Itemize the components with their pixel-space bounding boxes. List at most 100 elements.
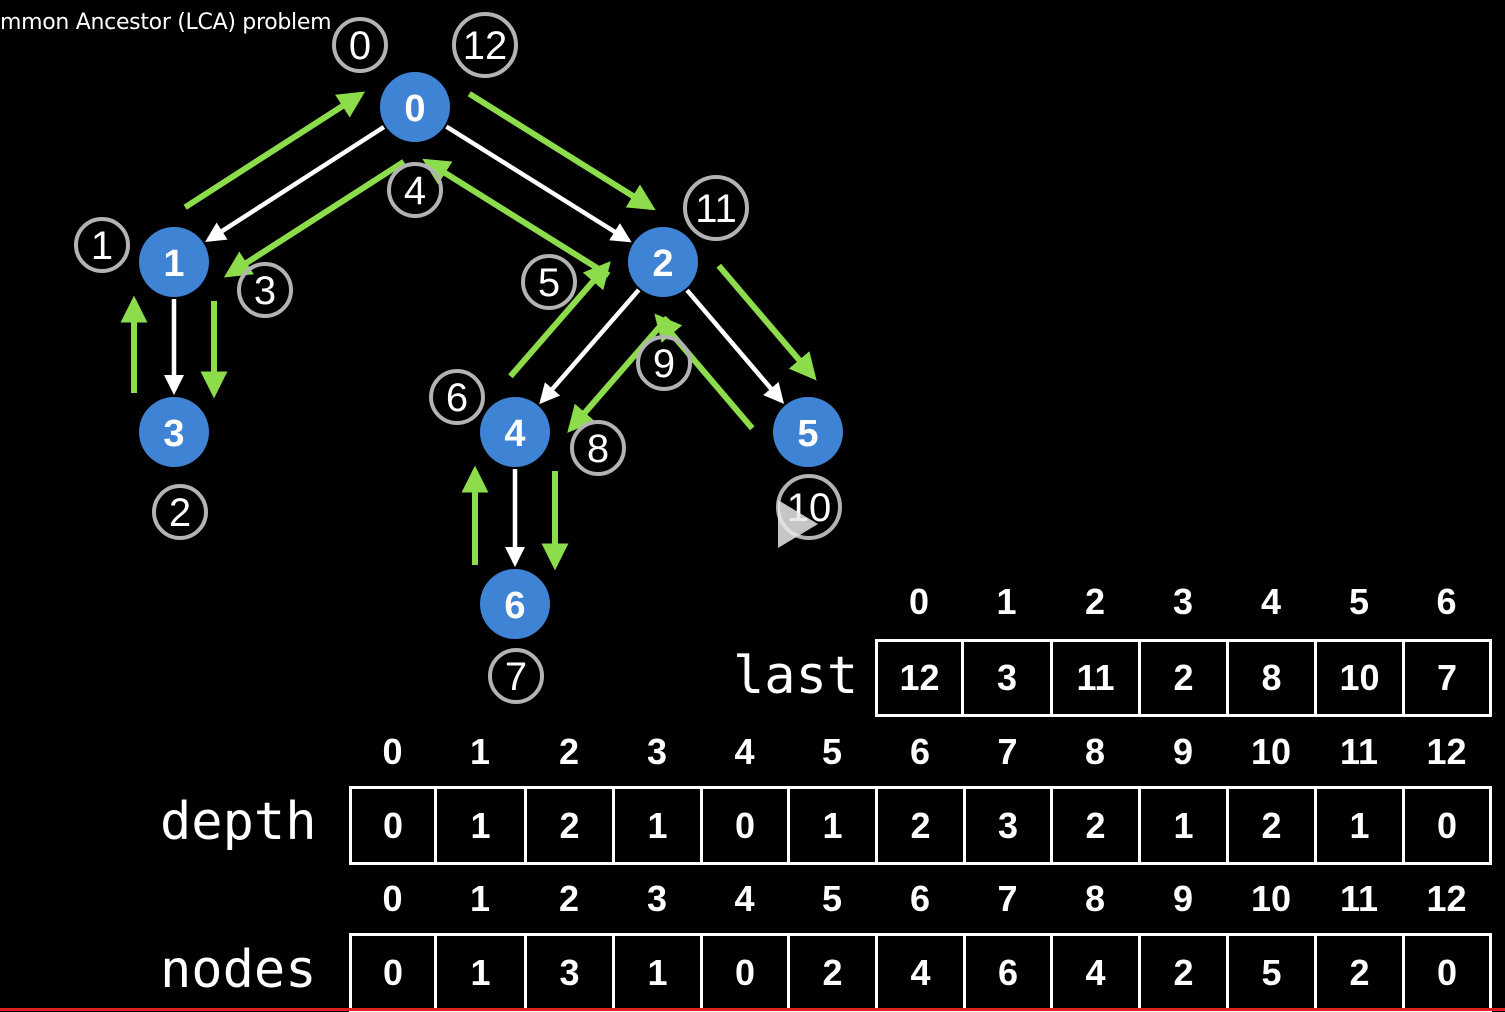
depth-cell: 0 — [700, 786, 790, 865]
depth-cell: 1 — [434, 786, 527, 865]
euler-arrow-up-2-0 — [422, 158, 611, 278]
progress-bar[interactable] — [0, 1008, 1505, 1011]
depth-index-label: 8 — [1084, 731, 1106, 772]
tree-node-1: 1 — [139, 227, 209, 297]
tree-node-label: 6 — [504, 585, 525, 627]
tree-node-label: 2 — [652, 243, 673, 285]
depth-index-label: 7 — [997, 731, 1018, 772]
depth-cell: 1 — [1314, 786, 1405, 865]
depth-index-label: 5 — [821, 731, 843, 772]
depth-cell: 2 — [524, 786, 615, 865]
tree-node-label: 5 — [797, 413, 818, 455]
tour-order-badge: 9 — [636, 335, 692, 391]
tree-edge-0-2 — [445, 124, 632, 243]
euler-arrow-up-5-2 — [654, 313, 755, 431]
nodes-cell: 0 — [349, 933, 437, 1012]
nodes-cell: 4 — [1050, 933, 1141, 1012]
tour-order-badge: 3 — [237, 262, 293, 318]
nodes-array-label: nodes — [160, 940, 317, 1000]
tree-node-label: 0 — [404, 88, 425, 130]
tour-order-badge: 8 — [570, 420, 626, 476]
tour-order-badge: 12 — [452, 12, 518, 78]
depth-index-label: 1 — [469, 731, 491, 772]
video-title: mmon Ancestor (LCA) problem — [0, 10, 332, 35]
depth-cell: 3 — [963, 786, 1053, 865]
euler-arrow-up-4-2 — [508, 261, 611, 379]
last-index-label: 6 — [1436, 581, 1457, 622]
nodes-index-label: 12 — [1426, 878, 1467, 919]
nodes-cell: 1 — [434, 933, 527, 1012]
depth-cell: 2 — [875, 786, 966, 865]
tour-order-badge: 7 — [488, 648, 544, 704]
nodes-index-label: 11 — [1339, 878, 1379, 919]
depth-cell: 2 — [1050, 786, 1141, 865]
nodes-index-label: 9 — [1172, 878, 1194, 919]
depth-cell: 1 — [787, 786, 878, 865]
tour-order-label: 8 — [587, 427, 609, 471]
nodes-cell: 2 — [1138, 933, 1229, 1012]
nodes-cell: 4 — [875, 933, 966, 1012]
tree-edge-2-4 — [539, 288, 641, 405]
euler-arrow-up-1-0 — [183, 91, 366, 210]
depth-cell: 1 — [612, 786, 703, 865]
tree-node-4: 4 — [480, 397, 550, 467]
nodes-index-label: 0 — [382, 878, 403, 919]
tree-node-3: 3 — [139, 397, 209, 467]
depth-cell: 0 — [1402, 786, 1492, 865]
nodes-index-label: 2 — [558, 878, 580, 919]
last-array-label: last — [733, 646, 859, 706]
depth-cell: 0 — [349, 786, 437, 865]
last-index-label: 2 — [1084, 581, 1106, 622]
nodes-cell: 2 — [1314, 933, 1405, 1012]
tree-node-label: 3 — [163, 413, 184, 455]
last-index-label: 0 — [908, 581, 930, 622]
tree-edge-2-5 — [685, 288, 785, 404]
tour-order-label: 9 — [653, 342, 675, 386]
last-index-label: 4 — [1260, 581, 1282, 622]
nodes-index-label: 6 — [909, 878, 931, 919]
tree-node-label: 4 — [504, 413, 525, 455]
tour-order-label: 5 — [538, 261, 560, 305]
last-cell: 3 — [961, 639, 1053, 717]
tree-node-0: 0 — [380, 72, 450, 142]
tour-order-badge: 6 — [429, 369, 485, 425]
nodes-cell: 0 — [700, 933, 790, 1012]
tour-order-badge: 11 — [683, 175, 749, 241]
last-cell: 11 — [1050, 639, 1141, 717]
nodes-index-label: 4 — [734, 878, 755, 919]
last-cell: 12 — [875, 639, 964, 717]
depth-index-label: 10 — [1250, 731, 1292, 772]
nodes-cell: 0 — [1402, 933, 1492, 1012]
last-index-label: 5 — [1348, 581, 1370, 622]
nodes-index-label: 10 — [1250, 878, 1292, 919]
nodes-cell: 2 — [787, 933, 878, 1012]
depth-index-label: 12 — [1426, 731, 1467, 772]
euler-arrow-down-2-4 — [567, 315, 670, 433]
tour-order-label: 2 — [169, 491, 191, 535]
tree-node-label: 1 — [163, 243, 184, 285]
tour-order-badge: 4 — [387, 162, 443, 218]
depth-index-label: 11 — [1339, 731, 1379, 772]
tour-order-badge: 1 — [74, 217, 130, 273]
last-cell: 10 — [1314, 639, 1405, 717]
tour-order-label: 3 — [254, 269, 276, 313]
depth-array-label: depth — [160, 792, 317, 852]
depth-index-label: 3 — [646, 731, 668, 772]
depth-index-label: 0 — [382, 731, 403, 772]
tour-order-badge: 0 — [332, 17, 388, 73]
depth-cell: 2 — [1226, 786, 1317, 865]
nodes-index-label: 8 — [1084, 878, 1106, 919]
nodes-index-label: 5 — [821, 878, 843, 919]
nodes-index-label: 1 — [469, 878, 491, 919]
nodes-index-label: 7 — [997, 878, 1018, 919]
last-cell: 7 — [1402, 639, 1492, 717]
depth-index-label: 2 — [558, 731, 580, 772]
depth-index-label: 9 — [1172, 731, 1194, 772]
euler-arrow-down-2-5 — [716, 263, 817, 381]
play-icon[interactable] — [774, 496, 822, 552]
tree-edge-0-1 — [205, 125, 386, 243]
tour-order-label: 12 — [463, 24, 508, 68]
depth-index-label: 4 — [734, 731, 755, 772]
euler-arrow-down-0-2 — [467, 91, 656, 211]
tree-node-6: 6 — [480, 569, 550, 639]
